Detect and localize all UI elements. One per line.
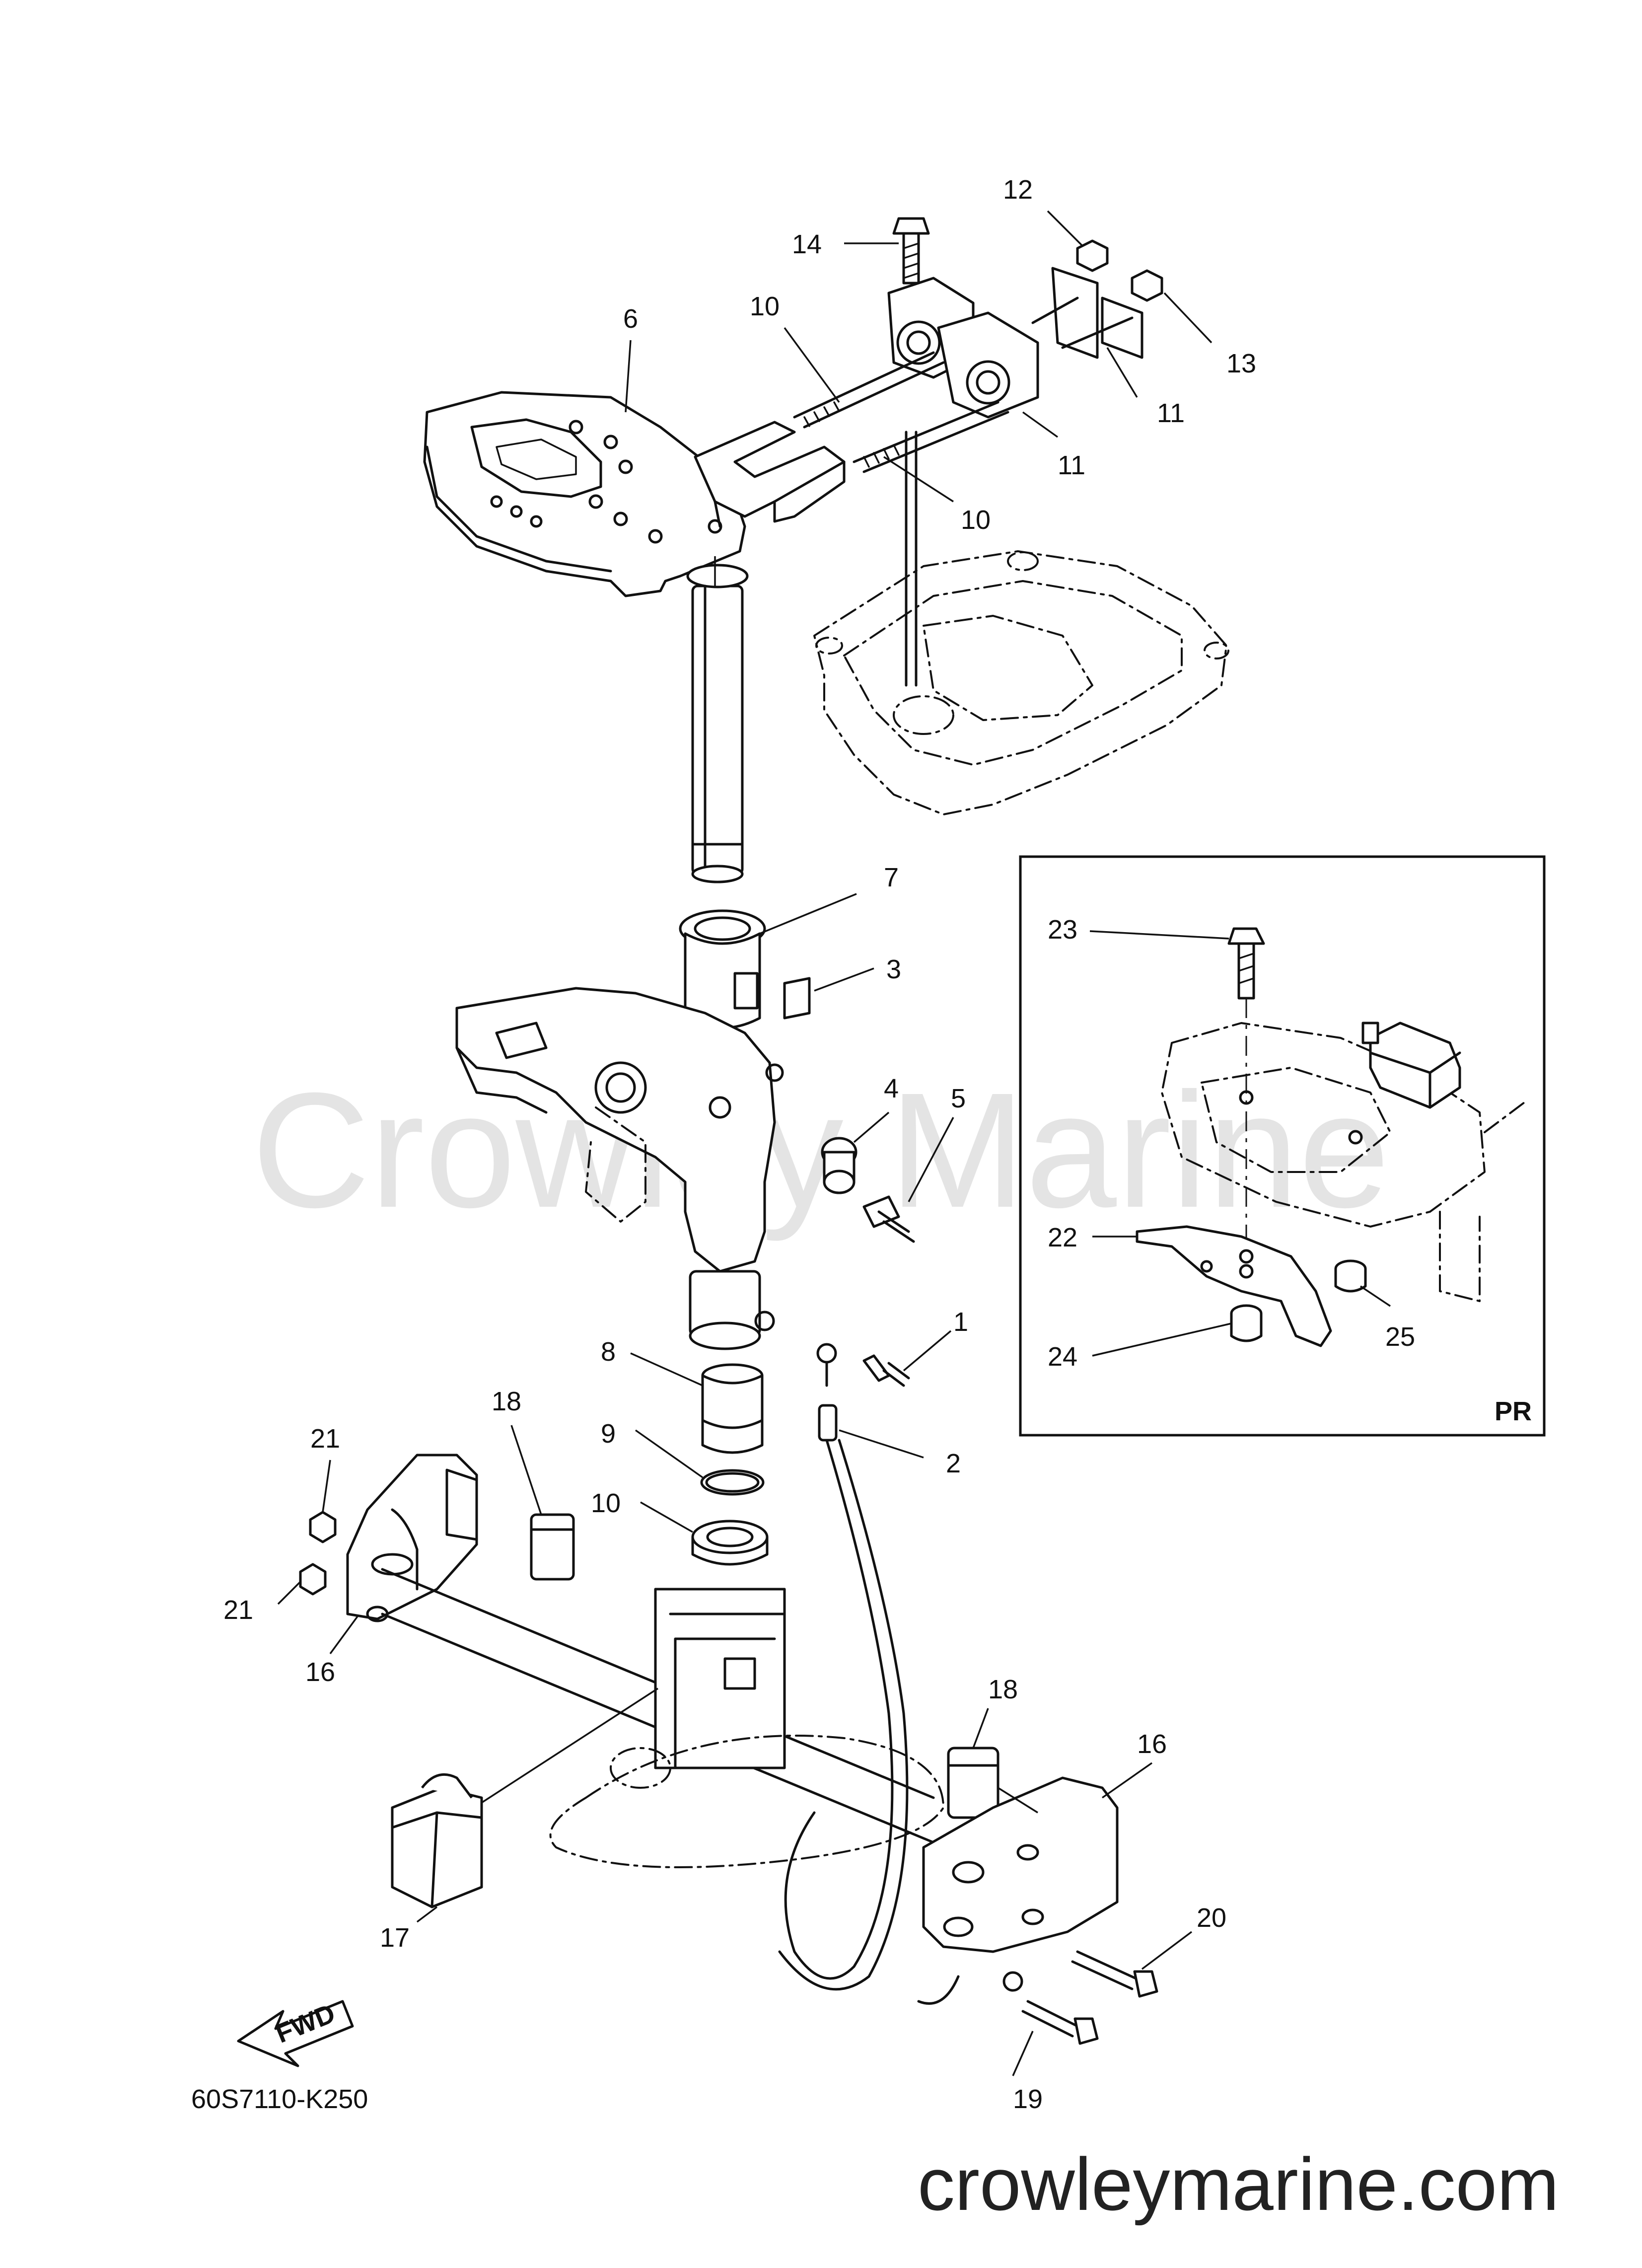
lower-mount (549, 1588, 944, 1868)
steering-bracket (423, 391, 846, 883)
label-14a: 12 (1003, 175, 1033, 205)
label-16a: 16 (305, 1657, 335, 1687)
damper-lower (391, 1773, 483, 1908)
label-23: 23 (1048, 915, 1077, 945)
label-18b: 18 (988, 1675, 1018, 1704)
bushing-right (947, 1747, 999, 1819)
mount-bracket-assembly (887, 217, 1163, 419)
label-20: 20 (1197, 1903, 1226, 1933)
label-8: 8 (601, 1337, 616, 1367)
label-22: 22 (1048, 1223, 1077, 1252)
stud-bolts (793, 351, 1009, 687)
label-6: 6 (623, 304, 638, 334)
label-21a: 21 (310, 1424, 340, 1454)
label-10: 10 (591, 1488, 621, 1518)
diagram-code: 60S7110-K250 (191, 2084, 368, 2114)
label-16b: 16 (1137, 1729, 1167, 1759)
label-19: 19 (1013, 2084, 1043, 2114)
bushing-upper (679, 909, 811, 1029)
label-14b: 13 (1226, 349, 1256, 378)
label-4: 4 (884, 1074, 899, 1103)
label-11a: 10 (750, 292, 780, 321)
label-17: 17 (380, 1923, 410, 1953)
clamp-left (299, 1454, 935, 1844)
label-21b: 21 (223, 1595, 253, 1625)
label-5: 5 (951, 1084, 966, 1113)
leader-lines (277, 210, 1391, 2076)
label-15: 14 (792, 229, 822, 259)
label-9: 9 (601, 1419, 616, 1449)
ground-lead (778, 1343, 910, 1991)
label-12: 11 (1058, 450, 1085, 480)
pr-inset: PR (1019, 855, 1546, 1437)
label-7: 7 (884, 863, 899, 892)
label-18a: 18 (492, 1387, 521, 1416)
label-13: 11 (1157, 398, 1185, 428)
label-24: 24 (1048, 1342, 1077, 1372)
lower-bushings (691, 1363, 769, 1566)
part-labels: 14 12 13 11 11 10 10 6 7 3 4 5 1 2 8 9 1… (223, 175, 1415, 2114)
pr-label: PR (1495, 1396, 1532, 1426)
label-11b: 10 (961, 505, 991, 535)
label-3: 3 (886, 954, 901, 984)
site-url: crowleymarine.com (918, 2142, 1559, 2226)
label-2: 2 (946, 1449, 961, 1478)
clamp-bolts (917, 1950, 1158, 2045)
fwd-arrow: FWD (237, 1998, 354, 2067)
clamp-right (922, 1776, 1119, 1953)
label-25: 25 (1385, 1322, 1415, 1352)
swivel-bracket (455, 987, 784, 1350)
collar-and-bolt (821, 1137, 915, 1243)
upper-case-outline (813, 550, 1229, 815)
label-1: 1 (953, 1307, 968, 1337)
watermark-text: Crowley Marine (252, 1058, 1390, 1243)
